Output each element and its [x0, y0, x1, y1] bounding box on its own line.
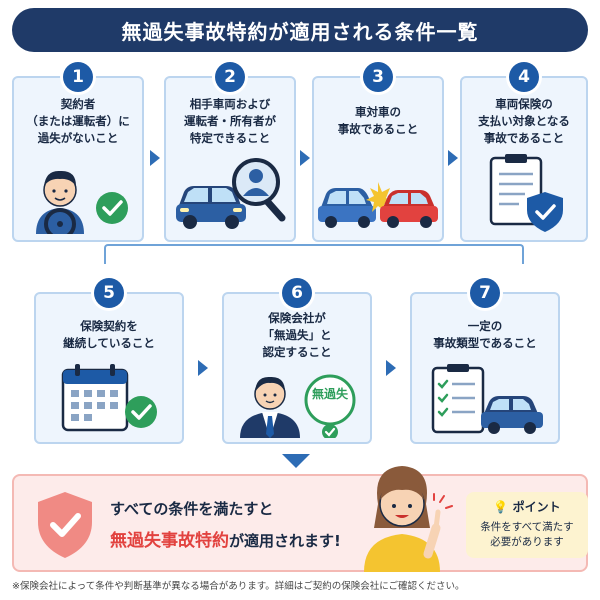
condition-5-line-2: 継続していること: [63, 336, 155, 350]
footnote: ※保険会社によって条件や判断基準が異なる場合があります。詳細はご契約の保険会社に…: [12, 581, 465, 592]
condition-3-line-2: 事故であること: [337, 122, 419, 136]
page-title: 無過失事故特約が適用される条件一覧: [12, 8, 588, 52]
condition-text-4: 車両保険の 支払い対象となる 事故であること: [462, 96, 586, 147]
condition-1-line-2: （または運転者）に: [26, 114, 130, 128]
condition-card-3: 3 車対車の 事故であること: [312, 62, 444, 242]
condition-4-line-3: 事故であること: [483, 131, 565, 145]
condition-text-5: 保険契約を 継続していること: [36, 318, 182, 352]
point-title-label: ポイント: [512, 500, 561, 514]
lightbulb-icon: 💡: [493, 500, 509, 514]
pointing-finger-icon: [433, 509, 441, 531]
flow-connector: [104, 244, 524, 264]
condition-1-line-1: 契約者: [60, 97, 96, 111]
condition-text-6: 保険会社が 「無過失」と 認定すること: [224, 310, 370, 361]
flow-arrow-icon: [150, 150, 160, 166]
policy-document-illustration: [462, 152, 586, 234]
flow-arrow-icon: [300, 150, 310, 166]
result-panel: すべての条件を満たすと 無過失事故特約が適用されます! 💡 ポイント 条件をすべ…: [12, 466, 588, 572]
result-line-1: すべての条件を満たすと: [110, 500, 274, 518]
magnifier-icon: [262, 196, 286, 222]
point-box: 💡 ポイント 条件をすべて満たす 必要があります: [466, 492, 588, 558]
condition-text-1: 契約者 （または運転者）に 過失がないこと: [14, 96, 142, 147]
down-arrow-icon: [282, 454, 310, 468]
shield-icon: [527, 192, 563, 232]
driver-illustration: [14, 152, 142, 234]
insurer-illustration: 無過失: [224, 364, 370, 438]
check-icon: [125, 396, 157, 428]
condition-number-3: 3: [363, 62, 393, 92]
condition-2-line-3: 特定できること: [189, 131, 271, 145]
condition-1-line-3: 過失がないこと: [37, 131, 119, 145]
condition-6-line-3: 認定すること: [262, 345, 332, 359]
point-line-2: 必要があります: [490, 536, 564, 548]
condition-card-5: 5 保険契約を 継続していること: [34, 278, 184, 444]
point-title: 💡 ポイント: [466, 498, 588, 515]
condition-number-6: 6: [282, 278, 312, 308]
woman-pointing-illustration: [364, 466, 453, 572]
condition-4-line-2: 支払い対象となる: [478, 114, 570, 128]
point-line-1: 条件をすべて満たす: [480, 521, 574, 533]
flow-arrow-icon: [198, 360, 208, 376]
condition-4-line-1: 車両保険の: [495, 97, 553, 111]
condition-text-3: 車対車の 事故であること: [314, 104, 442, 138]
result-line-2: 無過失事故特約が適用されます!: [110, 526, 341, 551]
condition-7-line-2: 事故類型であること: [433, 336, 537, 350]
condition-6-line-1: 保険会社が: [268, 311, 326, 325]
result-line-2-rest: が適用されます!: [229, 532, 341, 550]
condition-5-line-1: 保険契約を: [80, 319, 138, 333]
checklist-car-illustration: [412, 362, 558, 436]
calendar-illustration: [36, 360, 182, 436]
condition-2-line-1: 相手車両および: [189, 97, 271, 111]
condition-card-7: 7 一定の 事故類型であること: [410, 278, 560, 444]
stamp-label: 無過失: [312, 386, 349, 401]
condition-text-7: 一定の 事故類型であること: [412, 318, 558, 352]
car-collision-illustration: [314, 152, 442, 234]
point-text: 条件をすべて満たす 必要があります: [466, 520, 588, 550]
condition-6-line-2: 「無過失」と: [262, 328, 332, 342]
shield-check-icon: [38, 492, 92, 558]
result-highlight: 無過失事故特約: [110, 531, 229, 551]
condition-text-2: 相手車両および 運転者・所有者が 特定できること: [166, 96, 294, 147]
condition-card-1: 1 契約者 （または運転者）に 過失がないこと: [12, 62, 144, 242]
condition-number-4: 4: [509, 62, 539, 92]
condition-card-6: 6 保険会社が 「無過失」と 認定すること 無過失: [222, 278, 372, 444]
condition-number-7: 7: [470, 278, 500, 308]
condition-number-5: 5: [94, 278, 124, 308]
condition-card-4: 4 車両保険の 支払い対象となる 事故であること: [460, 62, 588, 242]
collision-icon: [366, 182, 394, 212]
check-icon: [96, 192, 128, 224]
condition-2-line-2: 運転者・所有者が: [184, 114, 276, 128]
flow-arrow-icon: [386, 360, 396, 376]
condition-3-line-1: 車対車の: [355, 105, 401, 119]
condition-number-1: 1: [63, 62, 93, 92]
condition-card-2: 2 相手車両および 運転者・所有者が 特定できること: [164, 62, 296, 242]
condition-number-2: 2: [215, 62, 245, 92]
car-search-illustration: [166, 152, 294, 234]
condition-7-line-1: 一定の: [467, 319, 503, 333]
flow-arrow-icon: [448, 150, 458, 166]
